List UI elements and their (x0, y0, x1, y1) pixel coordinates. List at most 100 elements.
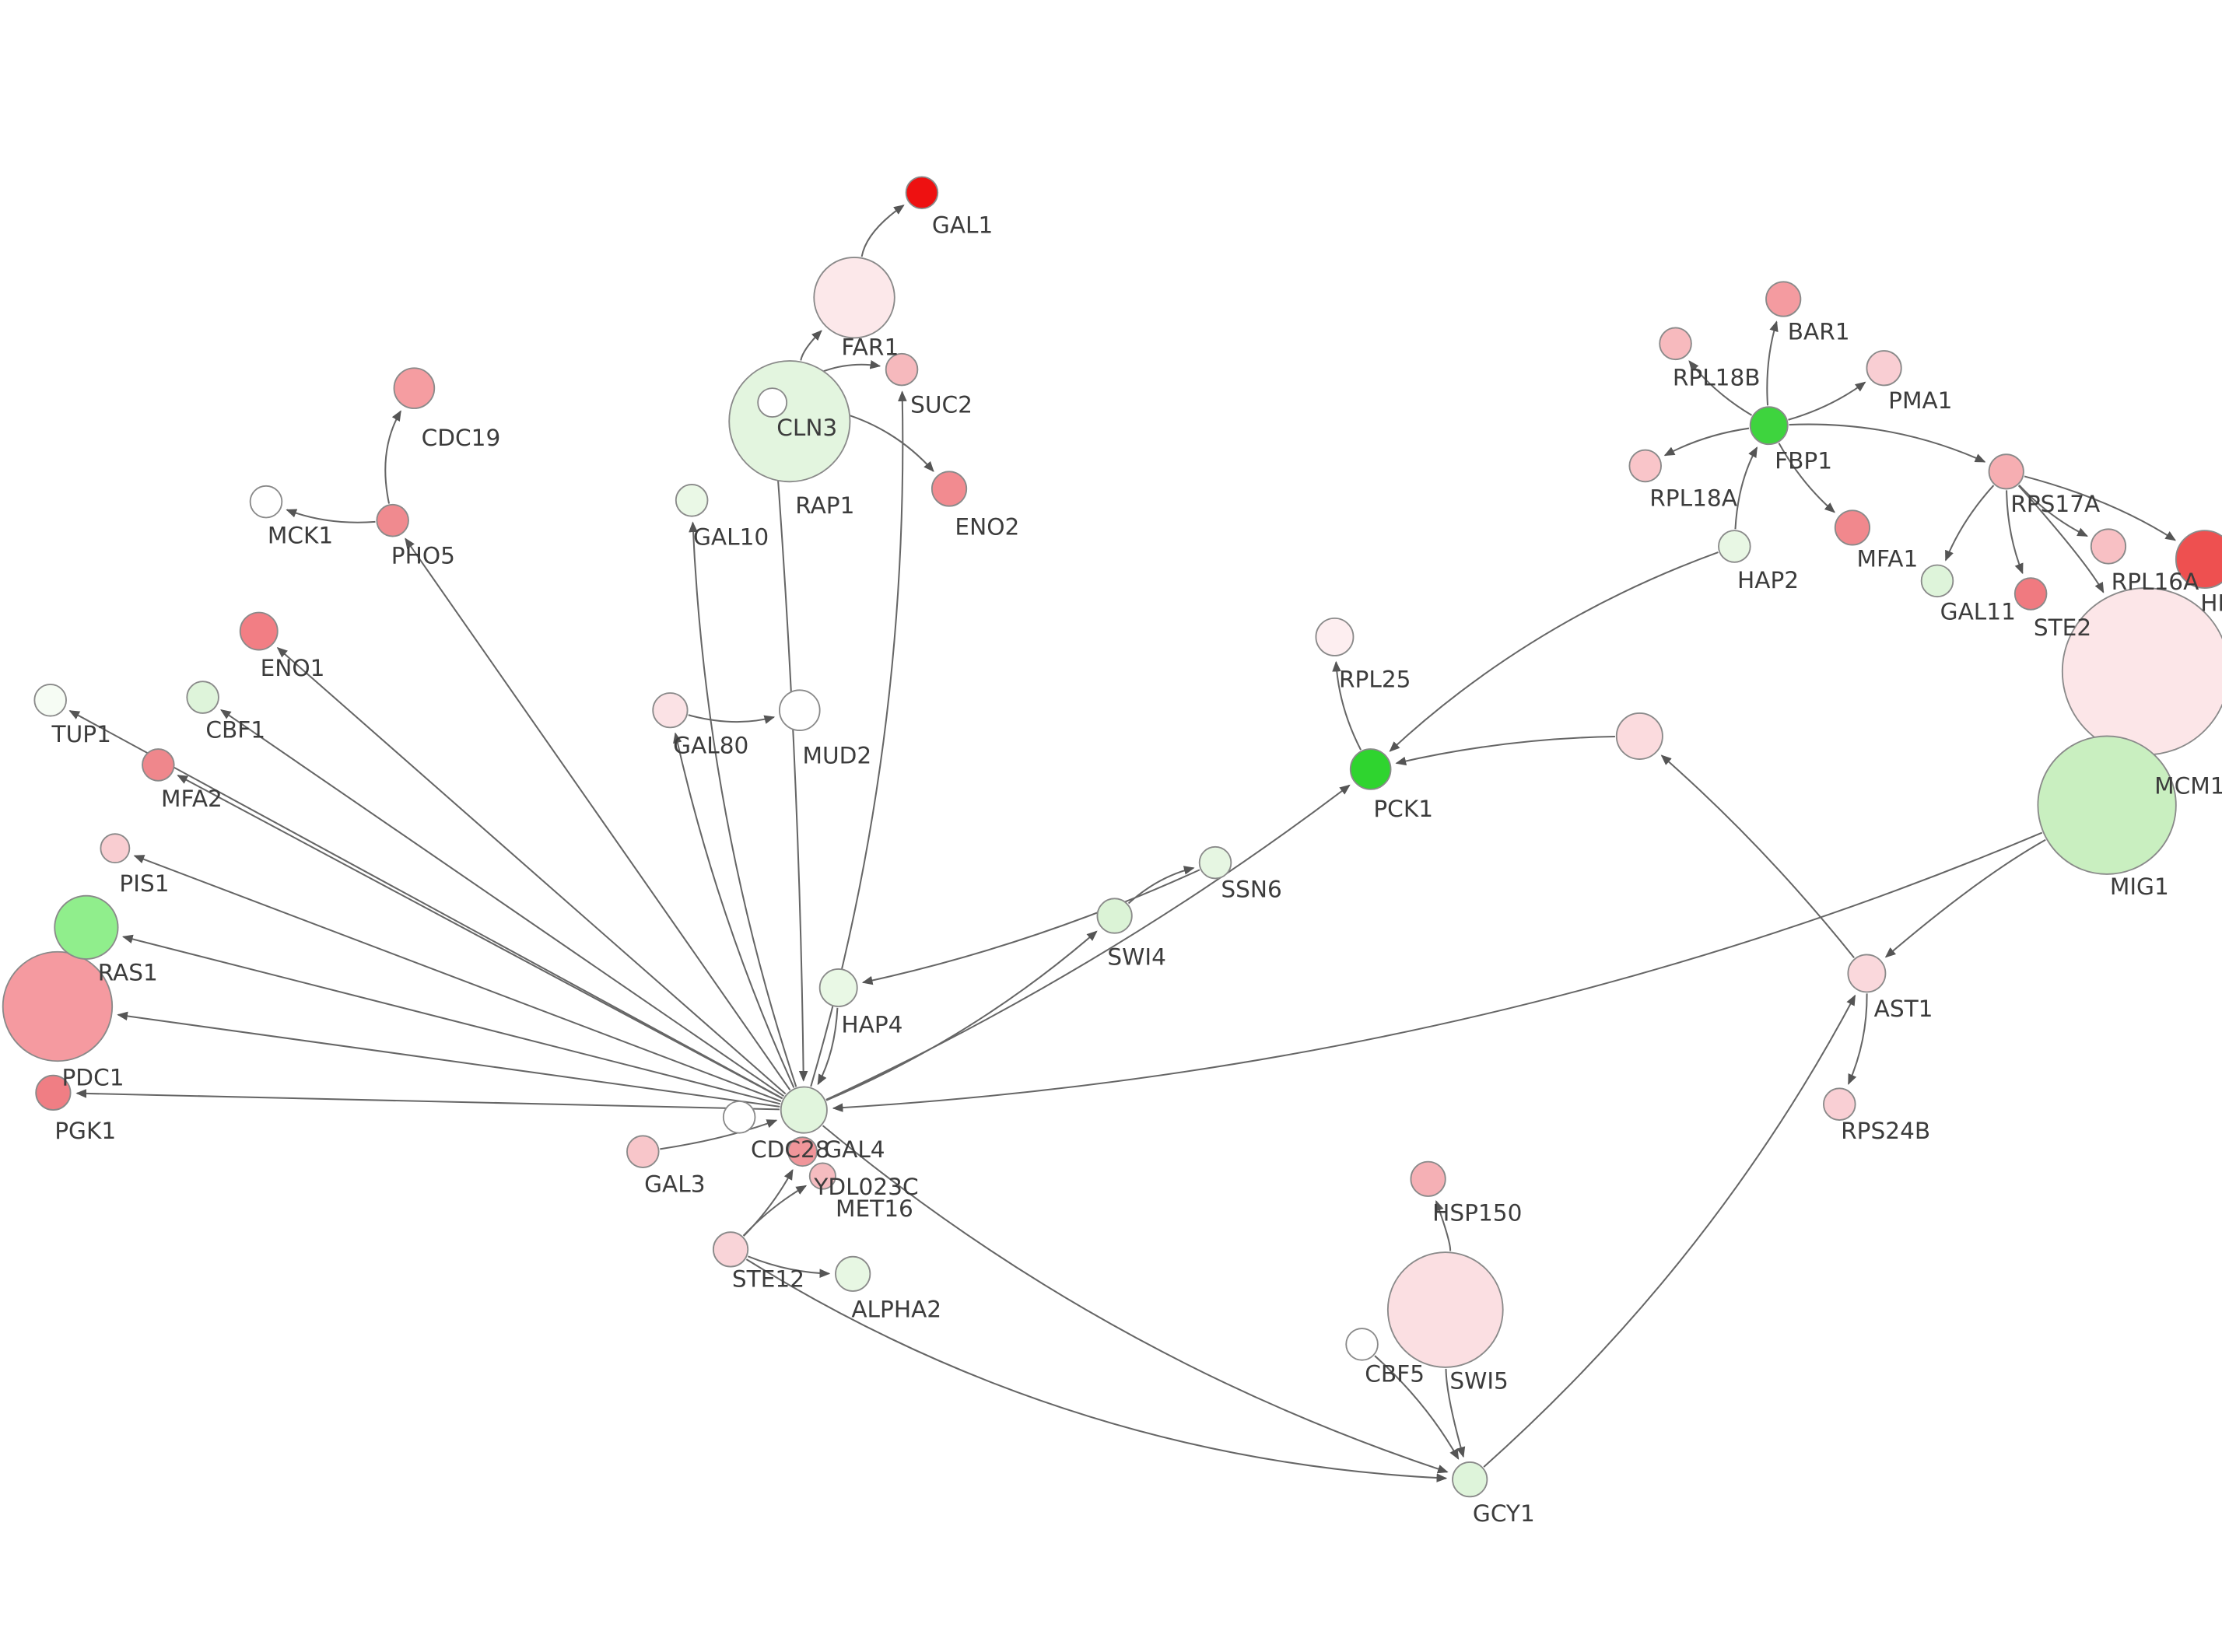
edge-GAL4-ENO1 (276, 646, 787, 1095)
node-MCK1[interactable] (249, 485, 283, 519)
edge-FBP1-BAR1 (1766, 320, 1779, 406)
label-YDL023C: YDL023C (813, 1174, 918, 1200)
edge-NODE1-PCK1 (1395, 736, 1615, 766)
node-SWI4[interactable] (1096, 898, 1133, 934)
label-MCM1: MCM1 (2154, 772, 2222, 799)
node-STE2[interactable] (2013, 577, 2048, 611)
label-MIG1: MIG1 (2110, 873, 2169, 900)
edge-GAL4-PIS1 (133, 855, 782, 1102)
node-GAL4[interactable] (780, 1086, 828, 1134)
node-PHO5[interactable] (376, 503, 409, 537)
node-RPS24B[interactable] (1823, 1087, 1856, 1121)
node-FBP1[interactable] (1749, 406, 1789, 446)
edge-GAL4-PGK1 (75, 1089, 780, 1111)
node-CBF1[interactable] (186, 681, 219, 714)
edge-SSN6-HAP4 (861, 869, 1200, 985)
edge-FBP1-PMA1 (1788, 381, 1866, 421)
node-MUD2[interactable] (778, 689, 821, 731)
node-PCK1[interactable] (1349, 748, 1392, 790)
node-CDC19[interactable] (393, 367, 436, 409)
node-GCY1[interactable] (1452, 1461, 1488, 1498)
label-SUC2: SUC2 (910, 392, 973, 418)
edge-FBP1-RPL18A (1663, 427, 1750, 457)
node-YDL023C[interactable] (787, 1136, 818, 1167)
edge-HAP2-PCK1 (1389, 551, 1719, 752)
node-CLN3[interactable] (728, 360, 851, 483)
edge-GCY1-AST1 (1483, 994, 1856, 1468)
label-MCK1: MCK1 (268, 523, 333, 549)
node-NODE1[interactable] (1615, 712, 1663, 760)
label-MFA1: MFA1 (1856, 545, 1918, 572)
node-MCM1[interactable] (2061, 587, 2222, 756)
edge-RPS17A-MCM1 (2017, 485, 2105, 593)
edge-PCK1-RPL25 (1332, 660, 1362, 751)
node-HAP4[interactable] (818, 968, 858, 1007)
node-SWI5[interactable] (1386, 1251, 1504, 1368)
label-GAL4: GAL4 (824, 1136, 885, 1163)
edge-PHO5-CDC19 (384, 410, 401, 504)
label-CLN3: CLN3 (776, 415, 837, 441)
node-PIS1[interactable] (100, 833, 131, 864)
node-STE12[interactable] (712, 1231, 749, 1268)
node-MIG1[interactable] (2037, 735, 2177, 875)
node-RPS17A[interactable] (1988, 453, 2024, 490)
label-ALPHA2: ALPHA2 (851, 1296, 941, 1322)
node-GAL10[interactable] (675, 484, 709, 517)
node-RPL25[interactable] (1315, 617, 1355, 656)
label-HIS4: HIS4 (2200, 590, 2222, 617)
node-MFA2[interactable] (142, 748, 175, 782)
node-TUP1[interactable] (33, 683, 67, 717)
node-RAS1[interactable] (54, 894, 119, 960)
label-FAR1: FAR1 (841, 334, 899, 361)
node-MET16[interactable] (808, 1162, 836, 1190)
node-GAL11[interactable] (1920, 564, 1954, 598)
node-CBF5[interactable] (1345, 1328, 1379, 1361)
node-BAR1[interactable] (1765, 281, 1802, 317)
label-GAL1: GAL1 (932, 212, 993, 238)
label-TUP1: TUP1 (51, 721, 111, 747)
edge-STE12-ALPHA2 (748, 1255, 831, 1279)
node-HIS4[interactable] (2175, 530, 2222, 589)
node-ENO1[interactable] (239, 611, 279, 651)
edge-GAL4-CBF1 (220, 709, 785, 1097)
node-RPL18A[interactable] (1628, 449, 1662, 483)
node-RPL16A[interactable] (2090, 528, 2127, 565)
edge-MIG1-GAL4 (832, 831, 2043, 1112)
edge-STE12-GCY1 (745, 1258, 1448, 1482)
node-SUC2[interactable] (885, 352, 919, 387)
edge-GAL4-PHO5 (405, 537, 791, 1090)
node-GAL3[interactable] (626, 1135, 660, 1168)
node-SSN6[interactable] (1198, 845, 1232, 880)
node-PDC1[interactable] (2, 950, 114, 1062)
node-GAL80[interactable] (652, 692, 689, 729)
edge-GAL4-RAS1 (121, 934, 781, 1105)
node-HSP150[interactable] (1410, 1160, 1446, 1197)
node-HAP2[interactable] (1718, 530, 1751, 563)
node-GAL1[interactable] (905, 176, 939, 209)
edge-RPS17A-STE2 (2006, 490, 2024, 575)
label-MET16: MET16 (836, 1195, 913, 1222)
edge-HAP4-GAL4 (817, 1007, 839, 1086)
node-AST1[interactable] (1847, 954, 1887, 993)
edge-GAL4-GCY1 (822, 1125, 1449, 1474)
node-PGK1[interactable] (35, 1074, 72, 1111)
node-CDC28[interactable] (722, 1101, 756, 1134)
label-CDC19: CDC19 (422, 425, 501, 451)
edge-STE12-MET16 (742, 1185, 808, 1237)
node-MFA1[interactable] (1834, 509, 1871, 546)
node-ALPHA2[interactable] (835, 1255, 871, 1292)
node-PMA1[interactable] (1866, 350, 1902, 387)
label-ENO2: ENO2 (955, 514, 1019, 541)
edge-SWI4-SSN6 (1127, 866, 1195, 905)
node-RAP1[interactable] (757, 387, 788, 418)
edge-RPS17A-GAL11 (1944, 485, 1995, 562)
edge-GAL4-GAL10 (689, 521, 797, 1087)
node-RPL18B[interactable] (1659, 327, 1692, 361)
node-ENO2[interactable] (931, 471, 968, 507)
label-RPL18A: RPL18A (1649, 485, 1737, 512)
node-FAR1[interactable] (813, 256, 895, 339)
label-RAS1: RAS1 (98, 960, 158, 986)
label-PHO5: PHO5 (391, 543, 455, 569)
